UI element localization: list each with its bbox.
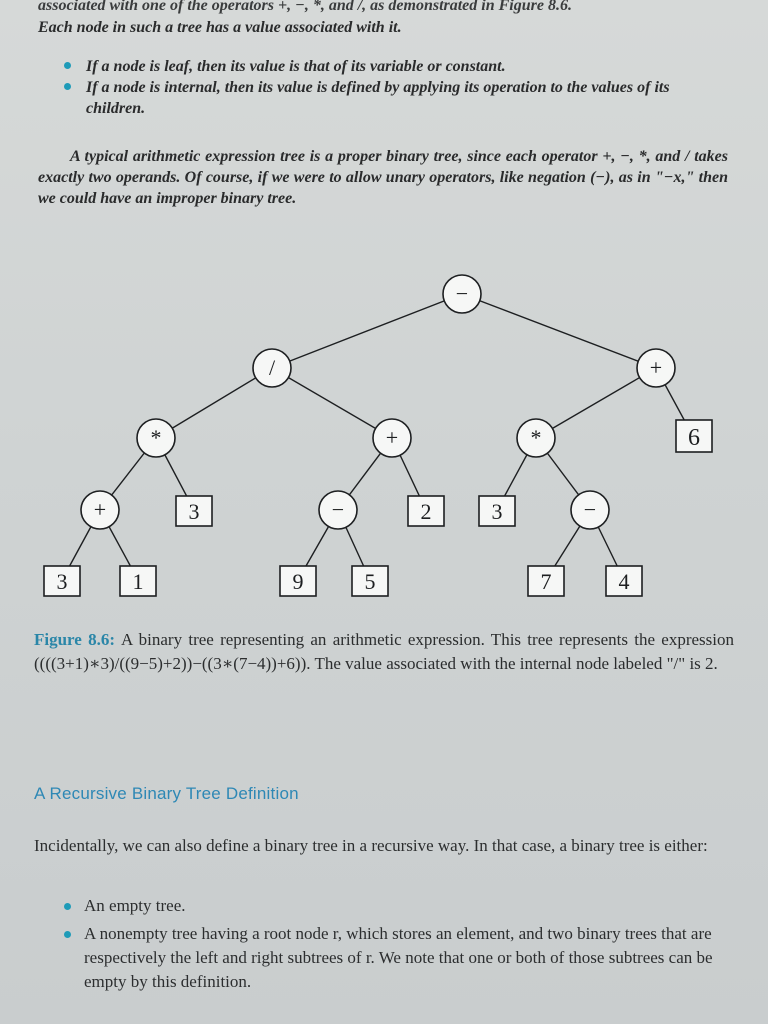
node-div: / bbox=[252, 348, 292, 388]
svg-text:−: − bbox=[456, 281, 468, 306]
svg-text:+: + bbox=[650, 355, 662, 380]
svg-text:6: 6 bbox=[688, 425, 700, 451]
leaf-nine: 9 bbox=[279, 565, 317, 597]
bullet-leaf-text: If a node is leaf, then its value is tha… bbox=[86, 58, 506, 75]
svg-text:1: 1 bbox=[133, 569, 144, 594]
bullet-dot-icon bbox=[64, 62, 71, 69]
svg-text:3: 3 bbox=[492, 499, 503, 524]
svg-text:+: + bbox=[386, 425, 398, 450]
bullet-leaf: If a node is leaf, then its value is tha… bbox=[64, 56, 724, 77]
figure-caption: Figure 8.6:A binary tree representing an… bbox=[34, 628, 734, 676]
svg-text:9: 9 bbox=[293, 569, 304, 594]
svg-text:*: * bbox=[151, 425, 162, 450]
node-root: − bbox=[442, 274, 482, 314]
leaf-four: 4 bbox=[605, 565, 643, 597]
bullet-dot-icon bbox=[64, 83, 71, 90]
svg-text:4: 4 bbox=[619, 569, 630, 594]
expression-tree-figure: − / + * + * + − bbox=[43, 274, 713, 597]
intro-line-1: associated with one of the operators +, … bbox=[38, 0, 572, 14]
node-times-left: * bbox=[136, 418, 176, 458]
node-plus-low: + bbox=[80, 490, 120, 530]
bullet-nonempty-tree: A nonempty tree having a root node r, wh… bbox=[64, 922, 732, 994]
intro-line-2: Each node in such a tree has a value ass… bbox=[38, 19, 402, 36]
leaf-three-c: 3 bbox=[43, 565, 81, 597]
node-minus-mid: − bbox=[318, 490, 358, 530]
node-times-right: * bbox=[516, 418, 556, 458]
svg-text:+: + bbox=[94, 497, 106, 522]
svg-text:3: 3 bbox=[189, 499, 200, 524]
node-plus-top: + bbox=[636, 348, 676, 388]
figure-caption-text: A binary tree representing an arithmetic… bbox=[34, 630, 734, 673]
leaf-internal-bullets: If a node is leaf, then its value is tha… bbox=[64, 56, 724, 119]
svg-text:5: 5 bbox=[365, 569, 376, 594]
leaf-one: 1 bbox=[119, 565, 157, 597]
svg-text:2: 2 bbox=[421, 499, 432, 524]
svg-text:*: * bbox=[531, 425, 542, 450]
node-minus-right: − bbox=[570, 490, 610, 530]
bullet-empty-tree: An empty tree. bbox=[64, 894, 732, 918]
leaf-seven: 7 bbox=[527, 565, 565, 597]
leaf-three-a: 3 bbox=[175, 495, 213, 527]
bullet-internal: If a node is internal, then its value is… bbox=[64, 77, 724, 119]
node-plus-mid: + bbox=[372, 418, 412, 458]
bullet-internal-text: If a node is internal, then its value is… bbox=[86, 79, 670, 117]
svg-text:7: 7 bbox=[541, 569, 552, 594]
leaf-six: 6 bbox=[675, 419, 713, 453]
bullet-nonempty-tree-text: A nonempty tree having a root node r, wh… bbox=[84, 924, 713, 991]
bullet-empty-tree-text: An empty tree. bbox=[84, 896, 186, 915]
svg-text:−: − bbox=[332, 497, 344, 522]
recursive-definition-paragraph: Incidentally, we can also define a binar… bbox=[34, 836, 708, 855]
recursive-definition-bullets: An empty tree. A nonempty tree having a … bbox=[64, 894, 732, 998]
bullet-dot-icon bbox=[64, 903, 71, 910]
section-heading: A Recursive Binary Tree Definition bbox=[34, 784, 299, 803]
proper-binary-tree-paragraph: A typical arithmetic expression tree is … bbox=[38, 148, 728, 207]
leaf-three-b: 3 bbox=[478, 495, 516, 527]
svg-text:−: − bbox=[584, 497, 596, 522]
leaf-five: 5 bbox=[351, 565, 389, 597]
svg-text:3: 3 bbox=[57, 569, 68, 594]
figure-label: Figure 8.6: bbox=[34, 630, 116, 649]
leaf-two: 2 bbox=[407, 495, 445, 527]
svg-text:/: / bbox=[269, 355, 276, 380]
bullet-dot-icon bbox=[64, 931, 71, 938]
